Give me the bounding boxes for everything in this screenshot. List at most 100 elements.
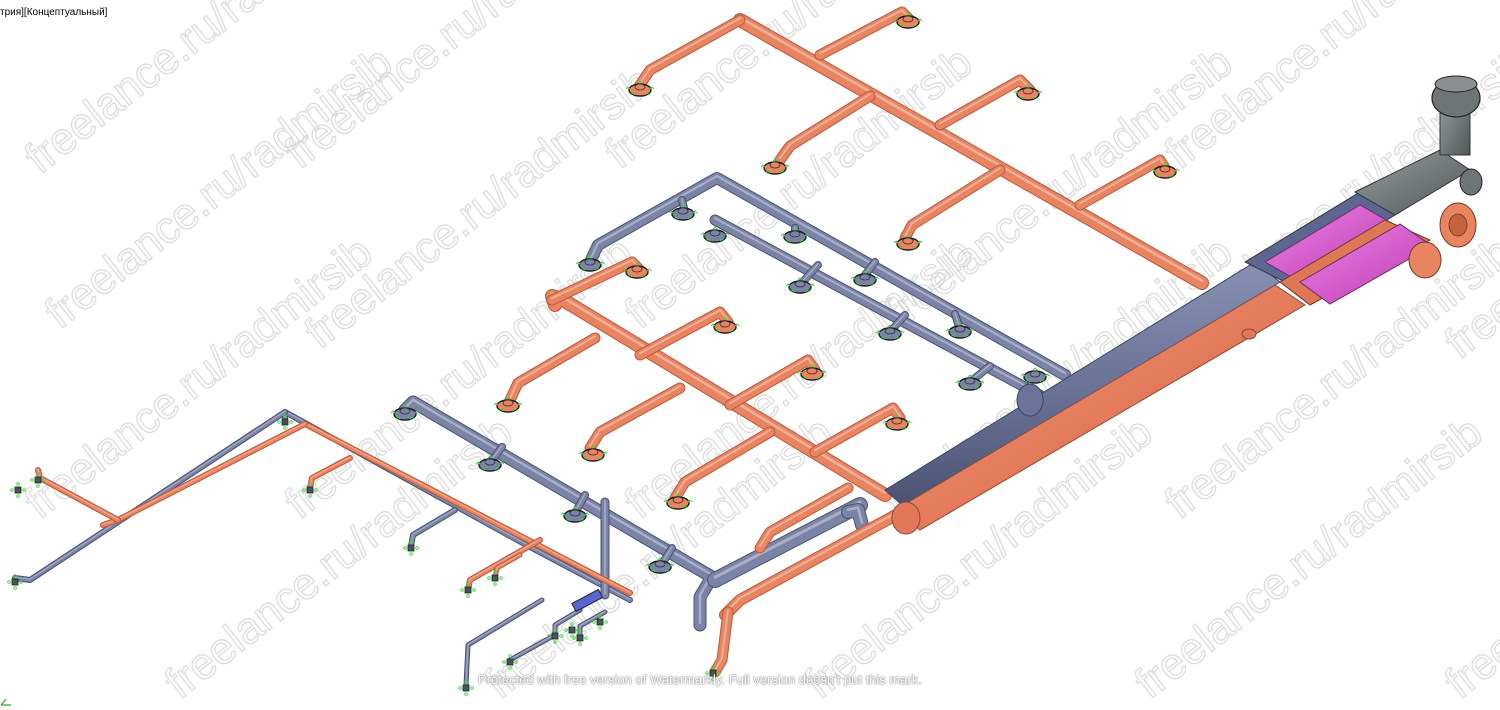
grille-body (306, 486, 314, 494)
ceiling-diffuser-icon[interactable] (710, 317, 740, 334)
grille-icon[interactable] (705, 665, 721, 681)
ceiling-diffuser-icon[interactable] (780, 227, 810, 244)
supply-lateral[interactable] (585, 383, 685, 453)
ahu-outlet-gray[interactable] (1459, 168, 1483, 196)
grille-icon[interactable] (460, 582, 476, 598)
grille-icon[interactable] (572, 630, 588, 646)
ceiling-diffuser-icon[interactable] (625, 80, 655, 97)
grip-marker (668, 210, 674, 214)
grille-body (14, 486, 22, 494)
ceiling-diffuser-icon[interactable] (955, 374, 985, 391)
grip-marker (960, 386, 966, 390)
ceiling-diffuser-icon[interactable] (797, 364, 827, 381)
return-south-a[interactable] (464, 598, 544, 687)
grip-marker (592, 620, 596, 624)
ceiling-diffuser-icon[interactable] (893, 234, 923, 251)
diffuser-neck (1159, 165, 1171, 173)
grille-icon[interactable] (487, 570, 503, 586)
return-south-c[interactable] (578, 610, 607, 640)
grip-marker (314, 488, 318, 492)
grip-marker (587, 255, 593, 259)
grille-icon[interactable] (403, 540, 419, 556)
supply-lateral[interactable] (815, 7, 915, 60)
grip-marker (955, 380, 961, 384)
ceiling-diffuser-icon[interactable] (1013, 84, 1043, 101)
return-west-drop-highlight (410, 508, 456, 546)
grip-marker (901, 426, 907, 430)
grip-marker (967, 374, 973, 378)
ceiling-diffuser-icon[interactable] (668, 204, 698, 221)
return-west-line[interactable] (13, 410, 287, 582)
ceiling-diffuser-icon[interactable] (645, 557, 675, 574)
grille-icon[interactable] (592, 614, 608, 630)
damper-valve[interactable] (571, 588, 604, 613)
supply-lateral[interactable] (635, 15, 745, 90)
grille-icon[interactable] (502, 654, 518, 670)
grille-icon[interactable] (564, 622, 580, 638)
grille-icon[interactable] (30, 472, 46, 488)
return-connector[interactable] (708, 498, 867, 587)
grip-marker (673, 216, 679, 220)
grip-marker (804, 233, 810, 237)
diffuser-layer[interactable] (7, 12, 1180, 696)
ceiling-diffuser-icon[interactable] (785, 277, 815, 294)
ceiling-diffuser-icon[interactable] (578, 445, 608, 462)
ceiling-diffuser-icon[interactable] (850, 270, 880, 287)
return-south-b[interactable] (508, 608, 582, 662)
ceiling-diffuser-icon[interactable] (1020, 367, 1050, 384)
ceiling-diffuser-icon[interactable] (475, 455, 505, 472)
ahu-intake-hood-top[interactable] (1434, 75, 1478, 93)
ceiling-diffuser-icon[interactable] (663, 493, 693, 510)
main-drain-stub[interactable] (1241, 328, 1257, 340)
supply-lateral[interactable] (810, 403, 905, 457)
ceiling-diffuser-icon[interactable] (945, 322, 975, 339)
supply-lateral[interactable] (670, 427, 775, 503)
ceiling-diffuser-icon[interactable] (700, 226, 730, 243)
supply-air-ductwork[interactable] (35, 6, 1209, 678)
grille-icon[interactable] (10, 482, 26, 498)
viewport-visual-style-label[interactable]: трия][Концептуальный] (0, 7, 108, 18)
ceiling-diffuser-icon[interactable] (493, 396, 523, 413)
supply-lateral[interactable] (900, 165, 1005, 243)
ceiling-diffuser-icon[interactable] (875, 324, 905, 341)
return-elbow[interactable] (842, 504, 868, 531)
return-west-tail[interactable] (528, 545, 632, 602)
ceiling-diffuser-icon[interactable] (575, 255, 605, 272)
return-air-ductwork[interactable] (12, 172, 1071, 688)
grille-body (576, 634, 584, 642)
grille-icon[interactable] (458, 680, 474, 696)
grip-marker (790, 289, 796, 293)
grip-marker (283, 426, 287, 430)
grip-marker (880, 336, 886, 340)
ceiling-diffuser-icon[interactable] (893, 12, 923, 29)
grille-icon[interactable] (302, 482, 318, 498)
diffuser-neck (584, 258, 596, 266)
ceiling-diffuser-icon[interactable] (882, 414, 912, 431)
supply-lateral[interactable] (505, 333, 600, 405)
return-west-drop[interactable] (409, 508, 457, 548)
return-branch-a[interactable] (585, 173, 1070, 380)
grille-icon[interactable] (277, 414, 293, 430)
ahu-outlet-orange-b[interactable] (1408, 241, 1442, 279)
supply-lateral[interactable] (755, 483, 853, 553)
return-main-collar[interactable] (1016, 383, 1044, 417)
ceiling-diffuser-icon[interactable] (390, 404, 420, 421)
supply-west[interactable] (303, 422, 632, 595)
air-handling-unit[interactable] (1243, 75, 1483, 306)
grille-icon[interactable] (7, 574, 23, 590)
supply-drop[interactable] (710, 607, 733, 677)
main-trunk-ducts[interactable] (884, 261, 1306, 535)
grille-icon[interactable] (547, 628, 563, 644)
grip-marker (498, 408, 504, 412)
ceiling-diffuser-icon[interactable] (1150, 162, 1180, 179)
supply-main-end-cap[interactable] (891, 501, 921, 535)
supply-lateral[interactable] (775, 91, 875, 165)
ceiling-diffuser-icon[interactable] (560, 506, 590, 523)
supply-west-drop-highlight (467, 538, 541, 590)
ceiling-diffuser-icon[interactable] (622, 262, 652, 279)
supply-branch-north[interactable] (734, 14, 1208, 289)
supply-lateral[interactable] (725, 355, 820, 410)
ceiling-diffuser-icon[interactable] (760, 158, 790, 175)
